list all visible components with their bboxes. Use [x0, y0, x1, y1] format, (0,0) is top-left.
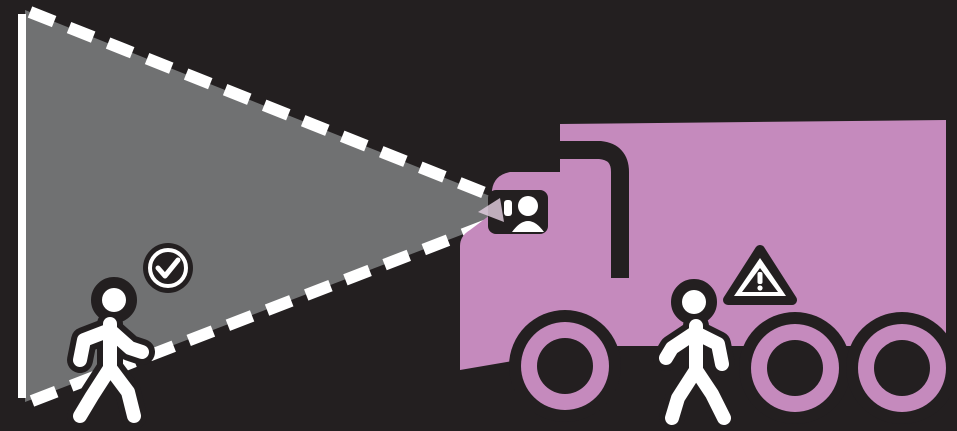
wheel-middle — [739, 312, 851, 424]
wheel-rear — [846, 312, 957, 424]
wheel-front — [509, 310, 621, 422]
check-circle-icon — [143, 243, 193, 293]
